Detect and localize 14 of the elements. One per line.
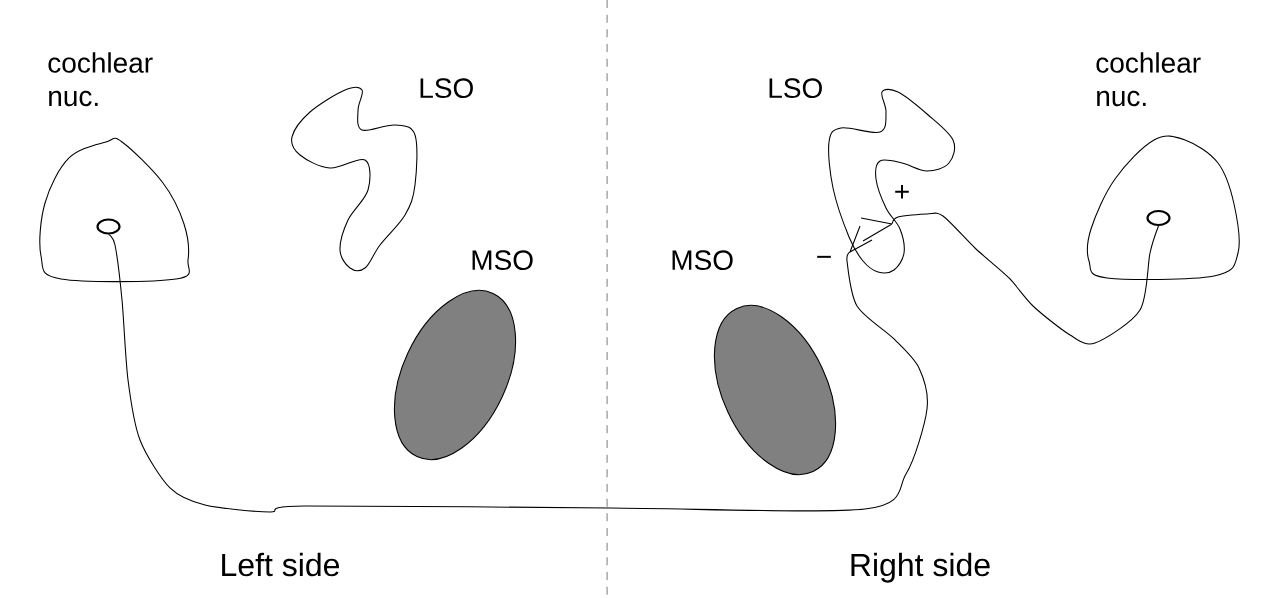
nucleus-label: LSO — [769, 78, 822, 99]
axon — [860, 212, 1160, 345]
side-label: Right side — [851, 552, 990, 583]
cell-body — [1146, 209, 1171, 227]
synapse-sign: + — [895, 184, 909, 199]
cell-body — [96, 218, 121, 235]
nucleus-label: cochlear nuc. — [1096, 52, 1201, 107]
nucleus-label: MSO — [472, 250, 533, 271]
nucleus-label: LSO — [420, 78, 473, 99]
nucleus-label: MSO — [672, 250, 733, 271]
nucleus-label: cochlear nuc. — [48, 52, 153, 107]
side-label: Left side — [222, 552, 340, 577]
axon — [107, 225, 928, 513]
synapse-sign: − — [817, 255, 831, 258]
